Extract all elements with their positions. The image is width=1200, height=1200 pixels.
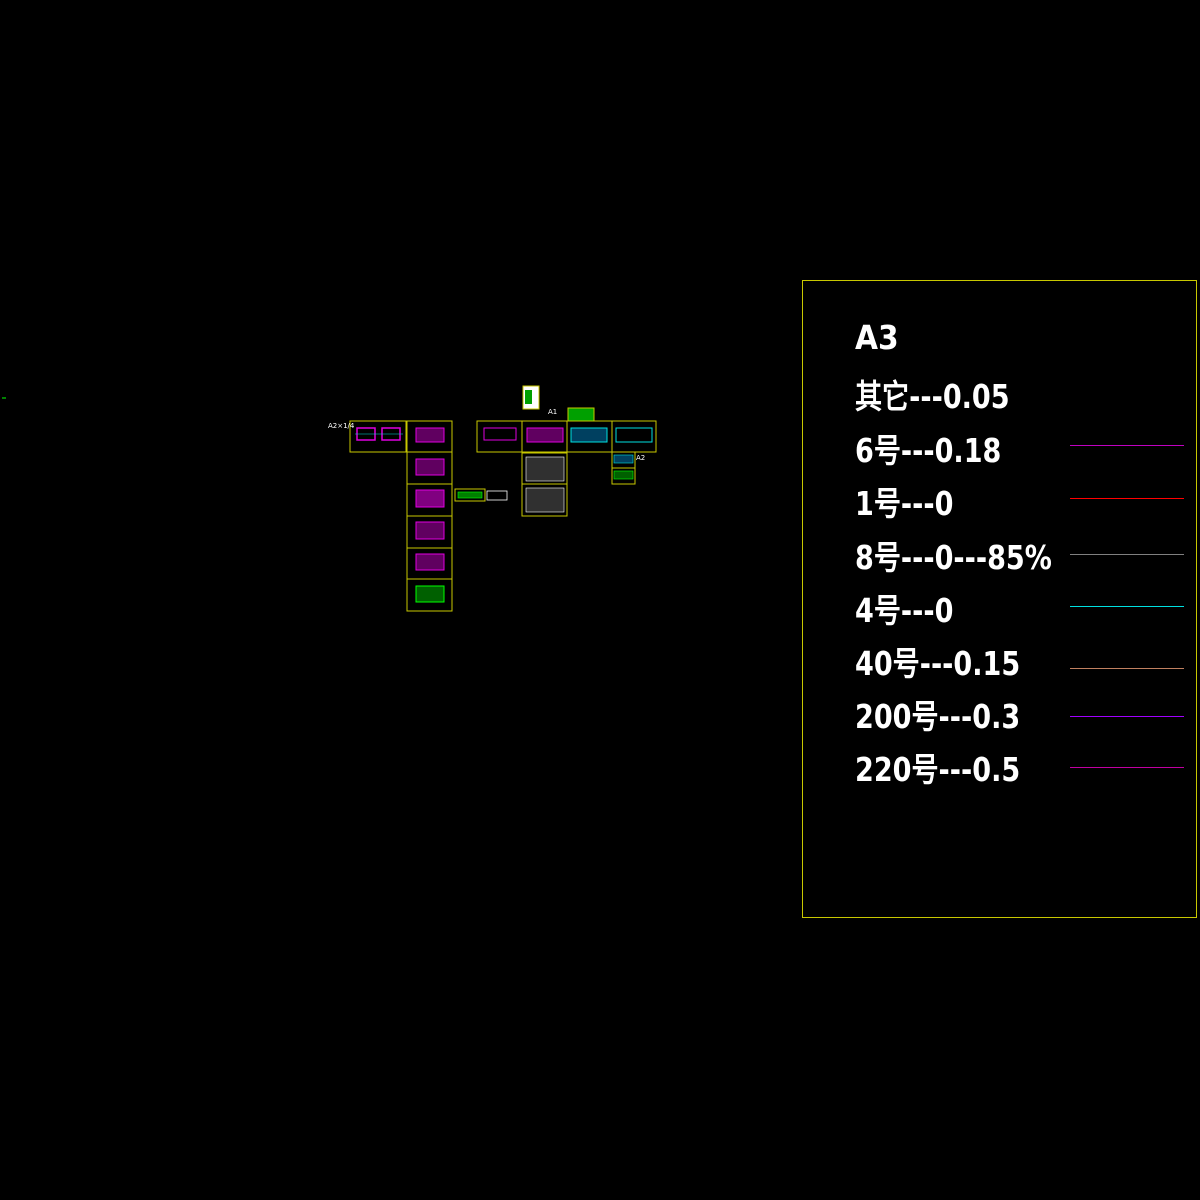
- legend-row-1: 1号---0: [855, 484, 954, 523]
- legend-swatch-220: [1070, 767, 1184, 768]
- legend-swatch-200: [1070, 716, 1184, 717]
- legend-swatch-4: [1070, 606, 1184, 607]
- legend-row-6: 6号---0.18: [855, 431, 1002, 470]
- legend-panel: [802, 280, 1197, 918]
- detail-strip[interactable]: [454, 488, 508, 502]
- legend-swatch-1: [1070, 498, 1184, 499]
- legend-row-220: 220号---0.5: [855, 750, 1021, 789]
- legend-title: A3: [855, 318, 899, 357]
- legend-row-other: 其它---0.05: [855, 377, 1010, 416]
- legend-swatch-8: [1070, 554, 1184, 555]
- sheet-label-a2: A2: [636, 454, 646, 462]
- sheet-column[interactable]: [406, 420, 453, 612]
- sheet-label-a1: A1: [548, 408, 558, 416]
- sheet-a2[interactable]: [611, 451, 636, 485]
- legend-row-40: 40号---0.15: [855, 644, 1021, 683]
- sheet-top-small[interactable]: [522, 385, 540, 410]
- legend-swatch-6: [1070, 445, 1184, 446]
- sheet-label-a2x1: A2×1/4: [328, 422, 355, 430]
- legend-row-200: 200号---0.3: [855, 697, 1021, 736]
- legend-swatch-40: [1070, 668, 1184, 669]
- sheet-a1-row[interactable]: [476, 407, 657, 453]
- sheet-notes[interactable]: [521, 452, 568, 517]
- sheet-left-horizontal[interactable]: [349, 420, 407, 453]
- legend-row-8: 8号---0---85%: [855, 538, 1052, 577]
- legend-row-4: 4号---0: [855, 591, 954, 630]
